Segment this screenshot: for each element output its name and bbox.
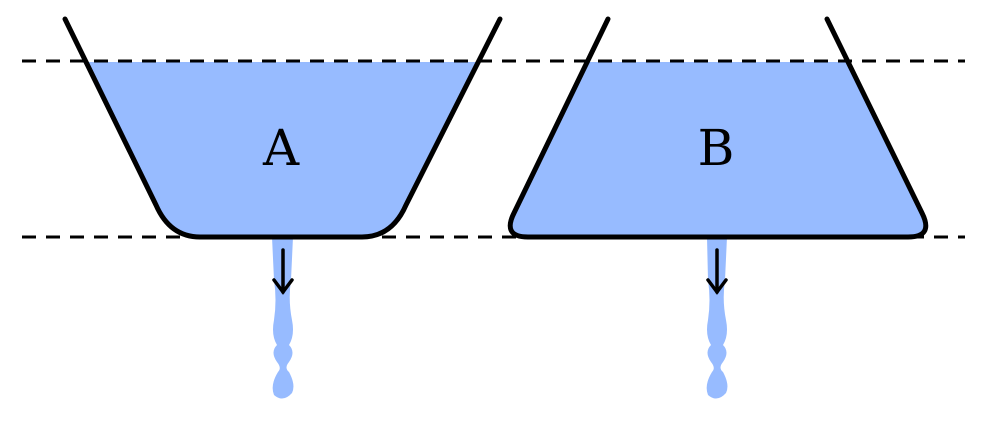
container-a-stream: [272, 237, 294, 399]
container-b-label: B: [698, 119, 735, 177]
flow-arrow-a: [272, 248, 294, 295]
flow-arrow-b: [706, 248, 728, 295]
container-a-water: [86, 62, 477, 237]
container-a-outline: [62, 16, 503, 240]
container-b-stream: [706, 237, 728, 399]
container-b-water: [510, 62, 926, 237]
container-a-label: A: [262, 119, 300, 177]
